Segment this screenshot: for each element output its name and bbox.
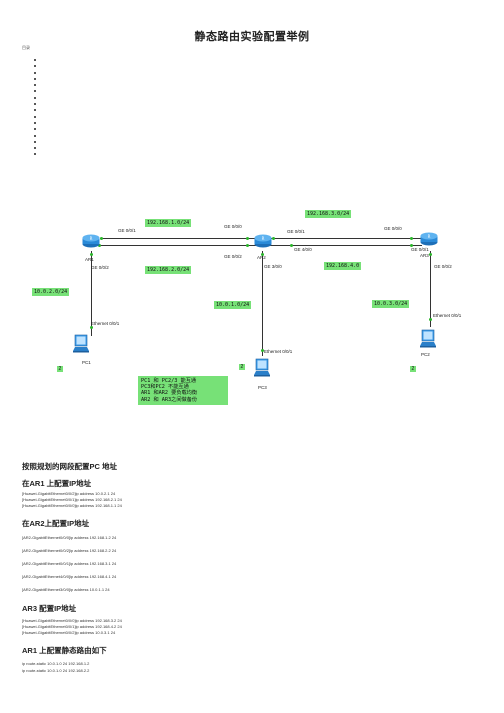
pc-label-pc3: PC3 — [258, 385, 267, 390]
router-icon[interactable]: R — [420, 232, 438, 246]
port-label: GE 0/0/1 — [411, 247, 429, 252]
port-label: GE 0/0/1 — [287, 229, 305, 234]
network-label: 192.168.1.0/24 — [145, 219, 192, 227]
network-label: 192.168.2.0/24 — [145, 266, 192, 274]
code-line: ip route-static 10.0.1.0 24 192.168.2.2 — [22, 668, 90, 673]
port-label: GE 3/0/0 — [264, 264, 282, 269]
code-line: [Huawei-GigabitEthernet0/0/2]ip address … — [22, 491, 116, 496]
network-label: 10.0.2.0/24 — [32, 288, 70, 296]
pc-label-pc2: PC2 — [421, 352, 430, 357]
note-line: PC1 和 PC2/3 能互通 — [141, 378, 197, 384]
link-ar3-pc2 — [430, 251, 431, 327]
link-ar1-ar2-top — [100, 238, 260, 239]
port-dot — [290, 243, 293, 247]
link-ar2-ar3-bottom — [270, 245, 422, 246]
port-dot — [90, 253, 93, 256]
port-dot — [272, 236, 275, 240]
port-label: GE 0/0/2 — [434, 264, 452, 269]
port-label: GE 0/0/2 — [224, 254, 242, 259]
router-icon[interactable]: R — [82, 234, 100, 248]
port-dot — [429, 318, 432, 321]
network-topology-diagram: R R R AR1 AR2 AR3 PC1 PC3 PC2 GE 0/0/1 G… — [32, 210, 462, 405]
code-line: [Huawei-GigabitEthernet0/0/1]ip address … — [22, 624, 122, 629]
host-count-badge: 2 — [239, 364, 245, 370]
code-line: [AR2-GigabitEthernet4/0/0]ip address 192… — [22, 574, 117, 579]
code-line: [Huawei-GigabitEthernet0/0/2]ip address … — [22, 630, 116, 635]
router-label-ar2: AR2 — [257, 255, 266, 260]
svg-text:R: R — [90, 236, 93, 241]
section-heading: AR1 上配置静态路由如下 — [22, 646, 107, 655]
code-line: [AR2-GigabitEthernet0/0/1]ip address 192… — [22, 561, 117, 566]
note-line: AR1 和AR2 要负载均衡 — [141, 390, 198, 397]
network-label: 10.0.1.0/24 — [214, 301, 252, 309]
section-heading: AR3 配置IP地址 — [22, 604, 77, 613]
section-heading: 在AR1 上配置IP地址 — [22, 479, 92, 488]
link-ar2-pc3 — [262, 251, 263, 356]
port-dot — [98, 243, 101, 247]
code-line: [Huawei-GigabitEthernet0/0/0]ip address … — [22, 503, 122, 508]
port-label: Ethernet 0/0/1 — [433, 313, 462, 318]
router-icon[interactable]: R — [254, 234, 272, 248]
code-line: [AR2-GigabitEthernet3/0/0]ip address 10.… — [22, 587, 110, 592]
page-title: 静态路由实验配置举例 — [194, 31, 310, 43]
port-label: GE 0/0/2 — [91, 265, 109, 270]
host-count-badge: 2 — [57, 366, 63, 372]
port-dot — [410, 236, 413, 240]
port-label: GE 0/0/1 — [118, 228, 136, 233]
pc-label-pc1: PC1 — [82, 360, 91, 365]
svg-text:R: R — [428, 234, 431, 239]
link-ar1-ar2-bottom — [98, 245, 260, 246]
port-label: GE 4/0/0 — [294, 247, 312, 252]
network-label: 192.168.4.0 — [324, 262, 362, 270]
port-dot — [246, 243, 249, 247]
note-line: AR2 和 AR3之间做备份 — [141, 396, 198, 403]
code-line: [Huawei-GigabitEthernet0/0/0]ip address … — [22, 618, 122, 623]
link-ar1-pc1 — [91, 251, 92, 336]
port-dot — [410, 243, 413, 247]
code-line: [AR2-GigabitEthernet0/0/0]ip address 192… — [22, 535, 117, 540]
network-label: 10.0.3.0/24 — [372, 300, 410, 308]
code-line: ip route-static 10.0.1.0 24 192.168.1.2 — [22, 661, 90, 666]
note-line: PC3和PC2 不能互通 — [141, 384, 189, 391]
port-dot — [246, 236, 249, 240]
pc-icon[interactable] — [72, 334, 90, 356]
svg-text:R: R — [262, 236, 265, 241]
port-dot — [261, 349, 264, 352]
router-label-ar3: AR3 — [420, 253, 429, 258]
port-label: Ethernet 0/0/1 — [264, 349, 293, 354]
router-label-ar1: AR1 — [85, 257, 94, 262]
port-dot — [100, 236, 103, 240]
code-line: [AR2-GigabitEthernet0/0/2]ip address 192… — [22, 548, 117, 553]
pc-icon[interactable] — [253, 358, 271, 380]
port-dot — [261, 253, 264, 256]
link-ar2-ar3-top — [270, 238, 422, 239]
host-count-badge: 2 — [410, 366, 416, 372]
code-line: [Huawei-GigabitEthernet0/0/1]ip address … — [22, 497, 122, 502]
requirements-note: PC1 和 PC2/3 能互通 PC3和PC2 不能互通 AR1 和AR2 要负… — [138, 376, 228, 405]
pc-icon[interactable] — [419, 329, 437, 351]
port-label: Ethernet 0/0/1 — [91, 321, 120, 326]
network-label: 192.168.3.0/24 — [305, 210, 352, 218]
port-label: GE 0/0/0 — [384, 226, 402, 231]
port-label: GE 0/0/0 — [224, 224, 242, 229]
section-heading: 按照规划的网段配置PC 地址 — [22, 462, 118, 471]
port-dot — [90, 326, 93, 329]
section-heading: 在AR2上配置IP地址 — [22, 519, 90, 528]
toc-label: 目录 — [22, 45, 30, 50]
port-dot — [429, 253, 432, 256]
